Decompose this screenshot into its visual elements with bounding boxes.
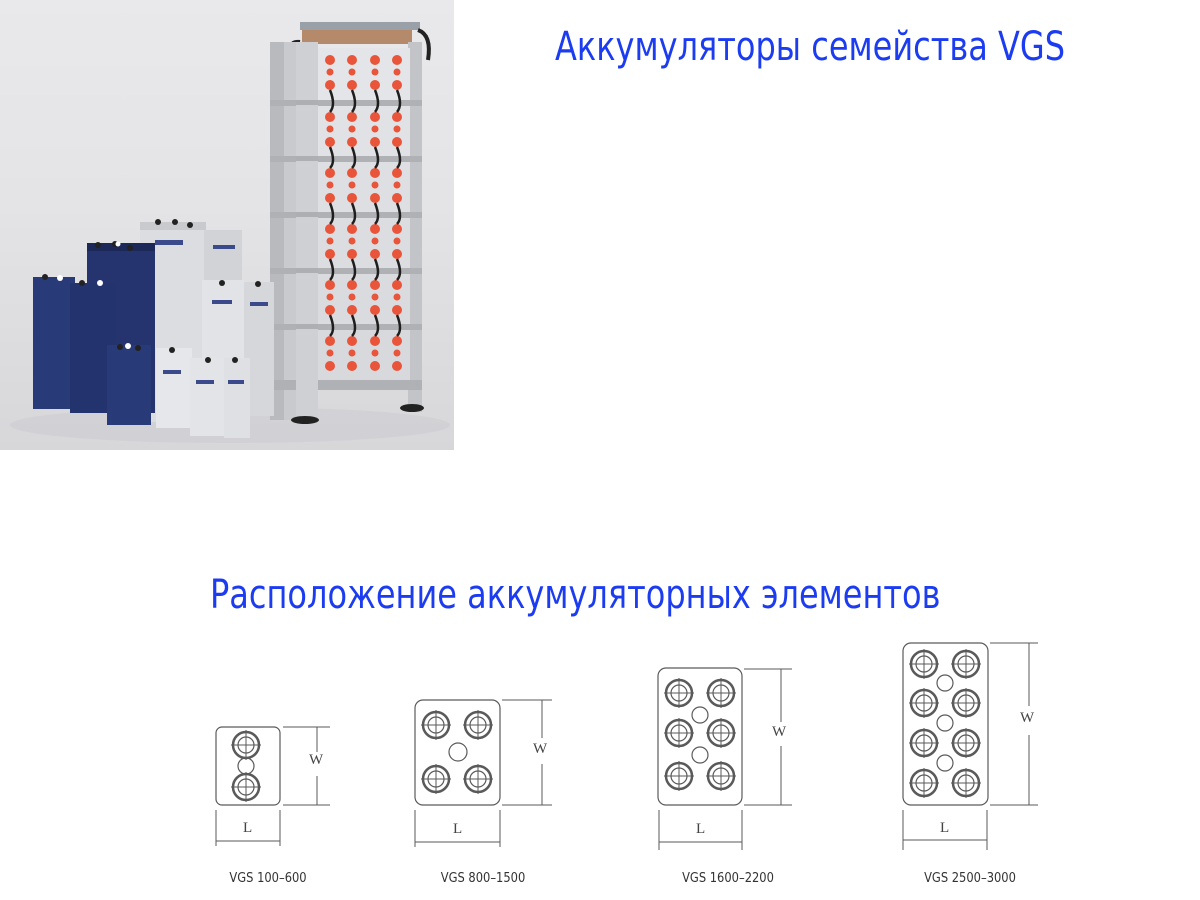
diagram-caption: VGS 1600–2200 — [682, 870, 774, 886]
width-dimension-label: W — [533, 741, 548, 757]
length-dimension-label: L — [453, 821, 463, 837]
width-dimension-label: W — [1020, 710, 1035, 726]
width-dimension-label: W — [309, 752, 324, 768]
section-title: Расположение аккумуляторных элементов — [210, 572, 941, 618]
standalone-batteries — [33, 219, 274, 438]
page-title: Аккумуляторы семейства VGS — [555, 24, 1066, 70]
diagram-caption: VGS 800–1500 — [440, 870, 526, 886]
width-dimension-label: W — [772, 724, 787, 740]
battery-product-photo-icon — [10, 22, 450, 443]
diagram-caption: VGS 100–600 — [229, 870, 307, 886]
length-dimension-label: L — [940, 820, 950, 836]
length-dimension-label: L — [243, 820, 253, 836]
battery-rack — [270, 22, 431, 424]
length-dimension-label: L — [696, 821, 706, 837]
diagram-caption: VGS 2500–3000 — [924, 870, 1016, 886]
product-photo — [0, 0, 454, 450]
